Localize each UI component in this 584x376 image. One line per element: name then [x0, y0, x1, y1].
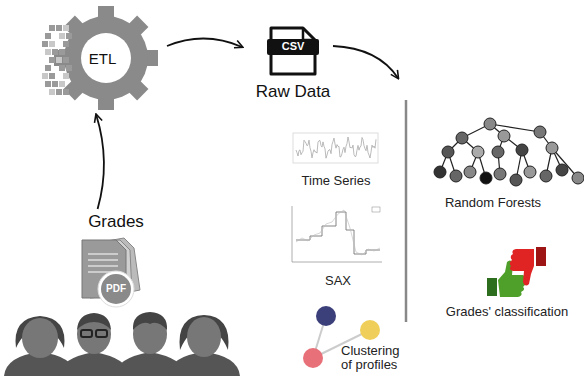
- pdf-grades: GradesPDF: [70, 212, 162, 308]
- caption-label: SAX: [308, 274, 368, 288]
- node-label: PDF: [100, 283, 132, 295]
- divider-line: [405, 100, 408, 322]
- flow-arrow: [167, 38, 242, 46]
- sax-thumbnail: [292, 206, 382, 262]
- csv-file: CSV Raw Data: [245, 24, 341, 106]
- caption-label: Time Series: [288, 174, 384, 188]
- flow-arrow: [333, 46, 398, 78]
- random-forest-tree: [434, 118, 584, 186]
- caption-label: Grades' classification: [432, 305, 582, 319]
- node-label: Grades: [70, 212, 162, 232]
- flow-arrow: [96, 115, 104, 209]
- caption-label: Random Forests: [428, 196, 558, 210]
- node-title: ETL: [40, 50, 165, 67]
- etl-gear: ETL: [40, 5, 165, 113]
- node-title: CSV: [275, 40, 311, 53]
- caption-label: Clustering of profiles: [341, 344, 413, 373]
- node-label: Raw Data: [245, 82, 341, 102]
- time-series-thumbnail: [293, 133, 378, 163]
- thumbs-down-icon: [510, 247, 546, 286]
- people-silhouettes: [4, 312, 240, 376]
- time-series-line: [296, 137, 376, 158]
